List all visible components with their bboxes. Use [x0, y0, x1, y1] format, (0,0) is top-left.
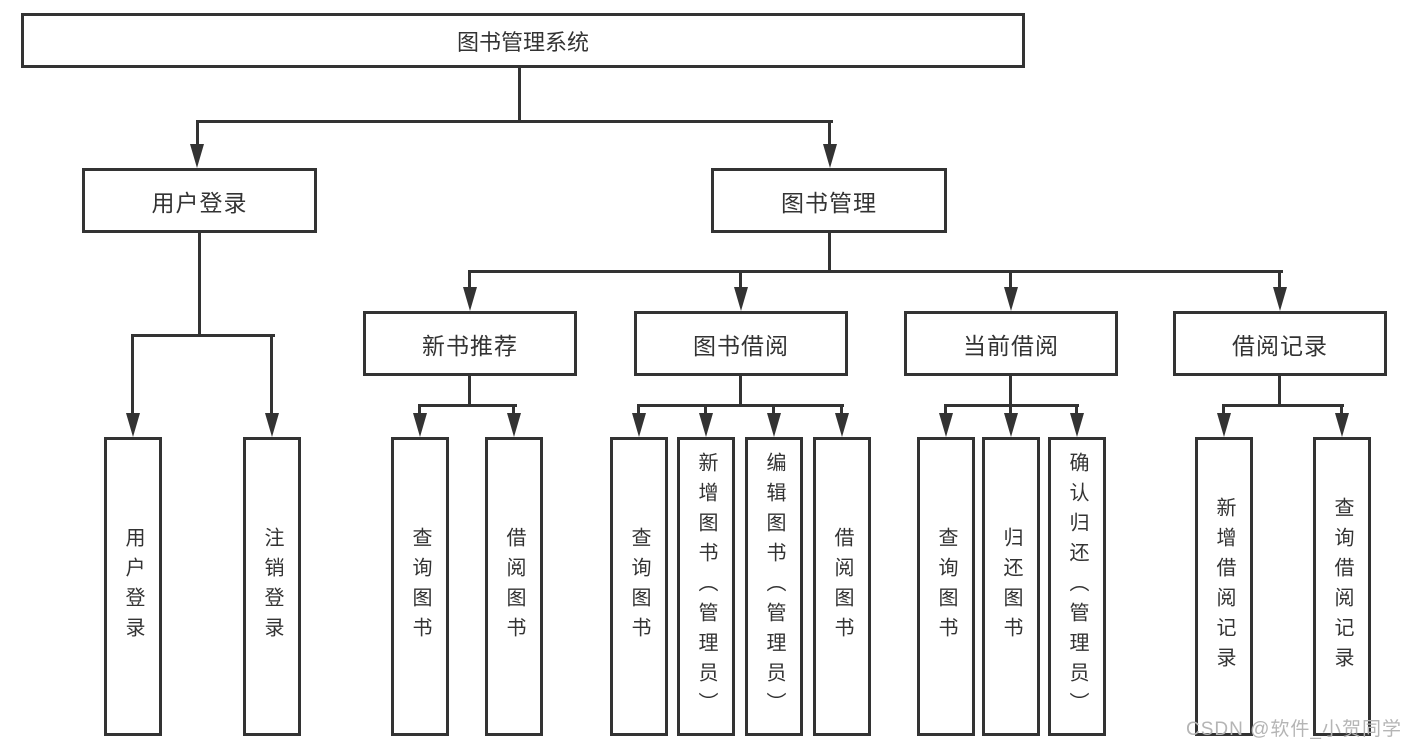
csdn-watermark: CSDN @软件_小贺同学 [1186, 719, 1402, 740]
arrow-down-icon [1273, 287, 1287, 311]
connector-stem-borrow-record [1278, 270, 1281, 289]
arrow-down-icon [413, 413, 427, 437]
arrow-down-icon [507, 413, 521, 437]
connector-stem-leaf [637, 404, 640, 415]
leaf-return-book: 归还图书 [982, 437, 1040, 736]
connector-borrow-record-down [1278, 376, 1281, 407]
node-borrow-records: 借阅记录 [1173, 311, 1387, 376]
connector-stem-login-leaf [131, 334, 134, 415]
connector-book-borrow-horizontal [637, 404, 844, 407]
node-current-borrow: 当前借阅 [904, 311, 1118, 376]
arrow-down-icon [823, 144, 837, 168]
arrow-down-icon [1004, 413, 1018, 437]
leaf-logout: 注销登录 [243, 437, 301, 736]
connector-level3-horizontal [468, 270, 1283, 273]
arrow-down-icon [1217, 413, 1231, 437]
leaf-query-book: 查询图书 [391, 437, 449, 736]
connector-new-book-down [468, 376, 471, 407]
leaf-query-book: 查询图书 [610, 437, 668, 736]
connector-root-down [518, 68, 521, 122]
node-user-login: 用户登录 [82, 168, 317, 233]
arrow-down-icon [939, 413, 953, 437]
connector-stem-leaf [1222, 404, 1225, 415]
connector-stem-book-management [828, 120, 831, 146]
node-book-borrow: 图书借阅 [634, 311, 848, 376]
leaf-user-login: 用户登录 [104, 437, 162, 736]
connector-book-management-down [828, 233, 831, 272]
arrow-down-icon [265, 413, 279, 437]
arrow-down-icon [1004, 287, 1018, 311]
connector-stem-leaf [418, 404, 421, 415]
node-library-management-system: 图书管理系统 [21, 13, 1025, 68]
connector-stem-user-login [196, 120, 199, 146]
connector-stem-book-borrow [739, 270, 742, 289]
connector-current-borrow-down [1009, 376, 1012, 407]
connector-user-login-down [198, 233, 201, 337]
leaf-borrow-book: 借阅图书 [813, 437, 871, 736]
connector-stem-leaf [772, 404, 775, 415]
connector-stem-leaf [1340, 404, 1343, 415]
arrow-down-icon [734, 287, 748, 311]
leaf-query-book: 查询图书 [917, 437, 975, 736]
connector-stem-leaf [1075, 404, 1078, 415]
connector-stem-leaf [704, 404, 707, 415]
arrow-down-icon [699, 413, 713, 437]
arrow-down-icon [767, 413, 781, 437]
connector-stem-logout-leaf [270, 334, 273, 415]
leaf-add-book-admin: 新增图书（管理员） [677, 437, 735, 736]
connector-stem-leaf [512, 404, 515, 415]
connector-stem-new-book [468, 270, 471, 289]
connector-stem-leaf [1009, 404, 1012, 415]
leaf-borrow-book: 借阅图书 [485, 437, 543, 736]
arrow-down-icon [632, 413, 646, 437]
node-book-management: 图书管理 [711, 168, 947, 233]
leaf-query-borrow-record: 查询借阅记录 [1313, 437, 1371, 736]
leaf-confirm-return-admin: 确认归还（管理员） [1048, 437, 1106, 736]
connector-new-book-horizontal [418, 404, 517, 407]
leaf-add-borrow-record: 新增借阅记录 [1195, 437, 1253, 736]
connector-stem-current-borrow [1009, 270, 1012, 289]
node-new-book-recommend: 新书推荐 [363, 311, 577, 376]
arrow-down-icon [190, 144, 204, 168]
connector-user-login-horizontal [131, 334, 275, 337]
connector-level2-horizontal [196, 120, 833, 123]
arrow-down-icon [1070, 413, 1084, 437]
arrow-down-icon [126, 413, 140, 437]
connector-borrow-record-horizontal [1222, 404, 1344, 407]
connector-stem-leaf [840, 404, 843, 415]
arrow-down-icon [463, 287, 477, 311]
arrow-down-icon [1335, 413, 1349, 437]
leaf-edit-book-admin: 编辑图书（管理员） [745, 437, 803, 736]
connector-stem-leaf [944, 404, 947, 415]
connector-book-borrow-down [739, 376, 742, 407]
arrow-down-icon [835, 413, 849, 437]
